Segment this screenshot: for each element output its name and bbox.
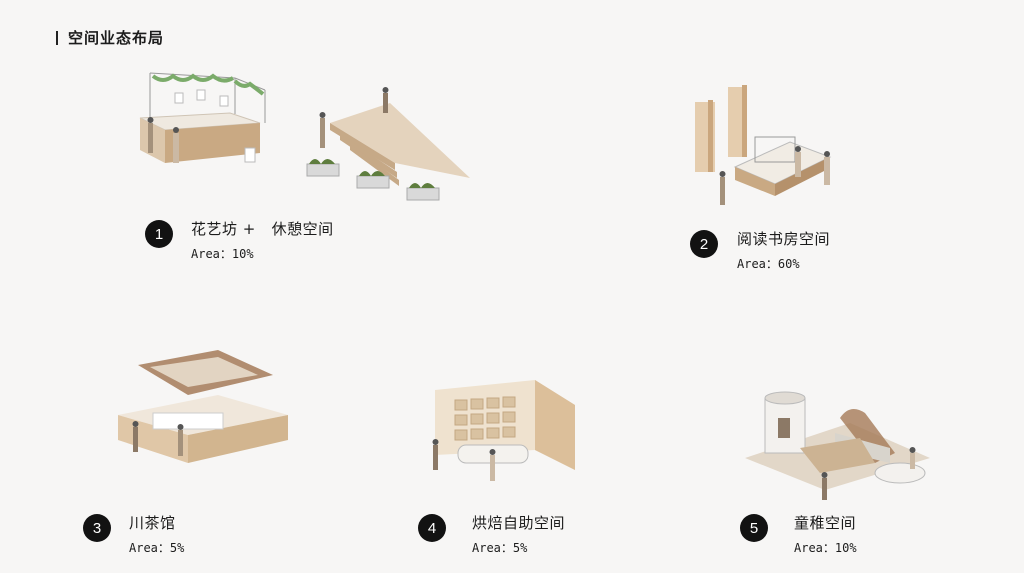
number-badge: 4 — [418, 514, 446, 542]
bakery-illustration — [425, 375, 585, 485]
flower-shop-illustration — [135, 68, 475, 213]
space-area: Area：60% — [737, 257, 800, 271]
kids-space-illustration — [740, 378, 935, 503]
space-label-4: 4 烘焙自助空间 Area：5% — [418, 514, 565, 556]
space-area: Area：5% — [472, 541, 528, 555]
tea-house-illustration — [108, 335, 298, 465]
space-name: 烘焙自助空间 — [472, 514, 566, 532]
header-bar — [56, 30, 58, 45]
number-badge: 3 — [83, 514, 111, 542]
space-area: Area：10% — [794, 541, 857, 555]
space-name: 川茶馆 — [129, 514, 176, 532]
space-label-2: 2 阅读书房空间 Area：60% — [690, 230, 830, 272]
section-header: 空间业态布局 — [56, 27, 164, 48]
page-title: 空间业态布局 — [68, 29, 165, 47]
space-label-3: 3 川茶馆 Area：5% — [83, 514, 184, 556]
space-area: Area：5% — [129, 541, 185, 555]
number-badge: 1 — [145, 220, 173, 248]
number-badge: 5 — [740, 514, 768, 542]
space-name: 童稚空间 — [794, 514, 857, 532]
space-name: 阅读书房空间 — [737, 230, 831, 248]
space-label-5: 5 童稚空间 Area：10% — [740, 514, 857, 556]
space-area: Area：10% — [191, 247, 254, 261]
number-badge: 2 — [690, 230, 718, 258]
space-label-1: 1 花艺坊 + 休憩空间 Area：10% — [145, 220, 334, 262]
reading-room-illustration — [690, 72, 845, 212]
space-name: 花艺坊 + 休憩空间 — [191, 220, 334, 238]
